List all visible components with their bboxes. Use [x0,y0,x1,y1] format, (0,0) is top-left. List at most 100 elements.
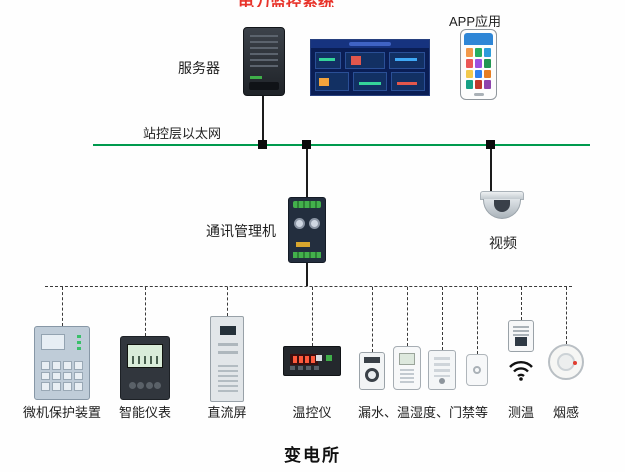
device-drop-line [407,287,408,346]
dashboard-chart-accent [319,58,335,61]
relay-key [52,361,61,370]
dashboard-chart-accent [319,78,329,86]
smoke-detector-device [548,344,584,380]
temp-controller-key-row [290,366,322,370]
app-tile [475,80,482,89]
dashboard-panel [315,72,349,91]
server-uplink-line [262,96,264,144]
wifi-icon [508,358,534,382]
device-label: 智能仪表 [118,405,171,420]
device-drop-line [372,287,373,352]
substation-label: 变电所 [284,446,341,465]
temp-controller-display [290,354,318,365]
relay-key [74,371,83,381]
comm-label-tag [296,242,310,247]
app-tile [475,69,482,79]
app-tile [484,80,491,89]
smartphone-icon [460,29,497,100]
comm-terminal-block [293,201,321,208]
relay-key [41,371,50,381]
meter-button [129,382,136,389]
meter-buttons [129,382,161,390]
cropped-page-title-text: 电力监控系统 [238,0,408,7]
device-drop-line [521,287,522,320]
ethernet-label: 站控层以太网 [143,126,222,141]
water-leak-controller-device [359,352,385,390]
dc-panel-row [218,351,238,354]
relay-key [63,382,72,391]
smoke-detector-led [573,361,577,365]
ethernet-bus-line [93,144,590,146]
comm-manager-device [288,197,326,263]
device-drop-line [566,287,567,344]
dc-panel-vent [218,365,238,393]
smart-meter-device [120,336,170,400]
device-drop-line [442,287,443,350]
temp-controller-button [326,355,332,361]
camera-downlink-line [490,149,492,191]
temp-measure-device [508,320,534,352]
comm-downlink-line [306,149,308,197]
cropped-page-title: 电力监控系统 [238,0,408,7]
app-tile [466,48,473,57]
leak-controller-header [364,357,380,363]
app-tile [466,69,473,79]
field-bus-dashed-line [45,286,572,287]
sensor-lcd [399,353,415,365]
device-drop-line [227,287,228,316]
device-label: 微机保护装置 [22,405,101,420]
device-drop-line [145,287,146,336]
leak-controller-dial [365,368,379,382]
relay-key [41,382,50,391]
dashboard-title-bar [349,42,391,46]
server-tower-icon [243,27,285,96]
comm-port [294,218,305,229]
device-drop-line [477,287,478,354]
comm-to-fieldbus-line [306,263,308,286]
app-label: APP应用 [449,14,502,29]
bus-connector [486,140,495,149]
device-label: 测温 [507,405,534,420]
app-tile [475,58,482,68]
server-led [250,76,262,79]
dashboard-chart-accent [351,56,361,65]
sensor-grill [400,369,414,383]
video-label: 视频 [489,235,517,251]
scada-dashboard-screen [310,39,430,96]
temp-measure-vents [513,326,529,336]
comm-terminal-block [293,252,321,258]
app-tile [484,58,491,68]
relay-key [63,371,72,381]
access-panel-button [439,378,445,384]
dashboard-chart-accent [359,82,381,85]
access-panel-slots [434,357,450,377]
relay-key [52,371,61,381]
meter-button [137,382,145,389]
app-tile [484,48,491,57]
temp-controller-device [283,346,341,376]
sensor-box-device [466,354,488,386]
dashboard-panel [353,72,387,91]
relay-led-column [77,335,81,353]
bus-connector [258,140,267,149]
phone-home-button [473,93,484,96]
temp-measure-screen [515,337,527,346]
sensor-box-indicator [473,366,481,374]
device-label: 温控仪 [292,405,332,420]
relay-keypad [41,361,83,391]
dc-panel-display [220,326,236,335]
phone-app-grid [466,48,491,89]
dome-camera-icon [478,191,526,221]
comm-port [309,218,320,229]
relay-key [74,382,83,391]
relay-key [63,361,72,370]
app-tile [466,80,473,89]
dashboard-chart-accent [395,58,417,61]
device-label: 漏水、温湿度、门禁等 [357,405,488,420]
temp-humidity-sensor-device [393,346,421,390]
relay-key [41,361,50,370]
app-tile [466,58,473,68]
meter-display [127,344,163,368]
server-drive-slots [250,35,278,69]
